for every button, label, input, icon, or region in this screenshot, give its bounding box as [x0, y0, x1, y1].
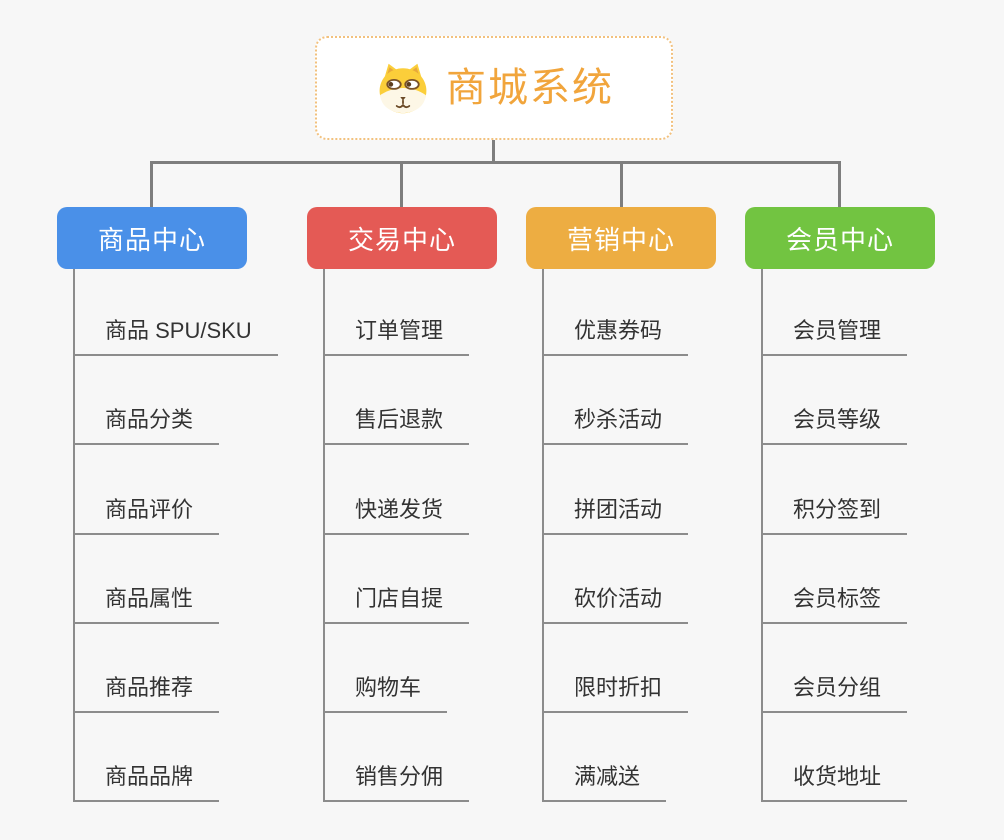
leaf-node[interactable]: 收货地址 — [761, 763, 908, 802]
branch-column-product: 商品中心 商品 SPU/SKU 商品分类 商品评价 商品属性 商品推荐 商品品牌 — [57, 207, 317, 819]
branch-label: 会员中心 — [785, 224, 894, 255]
branch-label: 商品中心 — [97, 224, 206, 255]
dog-face-icon — [374, 61, 432, 115]
branch-node-member-center[interactable]: 会员中心 — [745, 207, 935, 269]
leaf-node[interactable]: 商品品牌 — [73, 763, 220, 802]
leaf-node[interactable]: 砍价活动 — [542, 585, 689, 624]
leaf-node[interactable]: 会员等级 — [761, 406, 908, 445]
leaf-node[interactable]: 商品属性 — [73, 585, 220, 624]
branch-node-trade-center[interactable]: 交易中心 — [307, 207, 497, 269]
branch-column-marketing: 营销中心 优惠券码 秒杀活动 拼团活动 砍价活动 限时折扣 满减送 — [526, 207, 786, 819]
branch-node-marketing-center[interactable]: 营销中心 — [526, 207, 716, 269]
leaf-node[interactable]: 限时折扣 — [542, 674, 689, 713]
leaf-node[interactable]: 购物车 — [323, 674, 448, 713]
leaf-node[interactable]: 满减送 — [542, 763, 667, 802]
branch-label: 交易中心 — [347, 224, 456, 255]
leaf-node[interactable]: 优惠券码 — [542, 317, 689, 356]
leaf-node[interactable]: 售后退款 — [323, 406, 470, 445]
leaf-node[interactable]: 秒杀活动 — [542, 406, 689, 445]
connector-drop-trade — [400, 161, 403, 207]
connector-drop-product — [150, 161, 153, 207]
leaf-node[interactable]: 积分签到 — [761, 496, 908, 535]
connector-bus — [150, 161, 841, 164]
branch-label: 营销中心 — [566, 224, 675, 255]
leaf-node[interactable]: 商品 SPU/SKU — [73, 317, 278, 356]
leaf-node[interactable]: 会员标签 — [761, 585, 908, 624]
leaf-node[interactable]: 销售分佣 — [323, 763, 470, 802]
connector-drop-marketing — [620, 161, 623, 207]
leaf-node[interactable]: 会员管理 — [761, 317, 908, 356]
root-node[interactable]: 商城系统 — [315, 36, 673, 140]
connector-root-stem — [492, 140, 495, 163]
leaf-node[interactable]: 会员分组 — [761, 674, 908, 713]
root-title: 商城系统 — [446, 66, 614, 110]
leaf-node[interactable]: 商品推荐 — [73, 674, 220, 713]
branch-node-product-center[interactable]: 商品中心 — [57, 207, 247, 269]
leaf-node[interactable]: 商品分类 — [73, 406, 220, 445]
connector-drop-member — [838, 161, 841, 207]
branch-column-trade: 交易中心 订单管理 售后退款 快递发货 门店自提 购物车 销售分佣 — [307, 207, 567, 819]
leaf-node[interactable]: 拼团活动 — [542, 496, 689, 535]
leaf-node[interactable]: 订单管理 — [323, 317, 470, 356]
leaf-node[interactable]: 门店自提 — [323, 585, 470, 624]
leaf-node[interactable]: 快递发货 — [323, 496, 470, 535]
branch-column-member: 会员中心 会员管理 会员等级 积分签到 会员标签 会员分组 收货地址 — [745, 207, 1004, 819]
leaf-node[interactable]: 商品评价 — [73, 496, 220, 535]
